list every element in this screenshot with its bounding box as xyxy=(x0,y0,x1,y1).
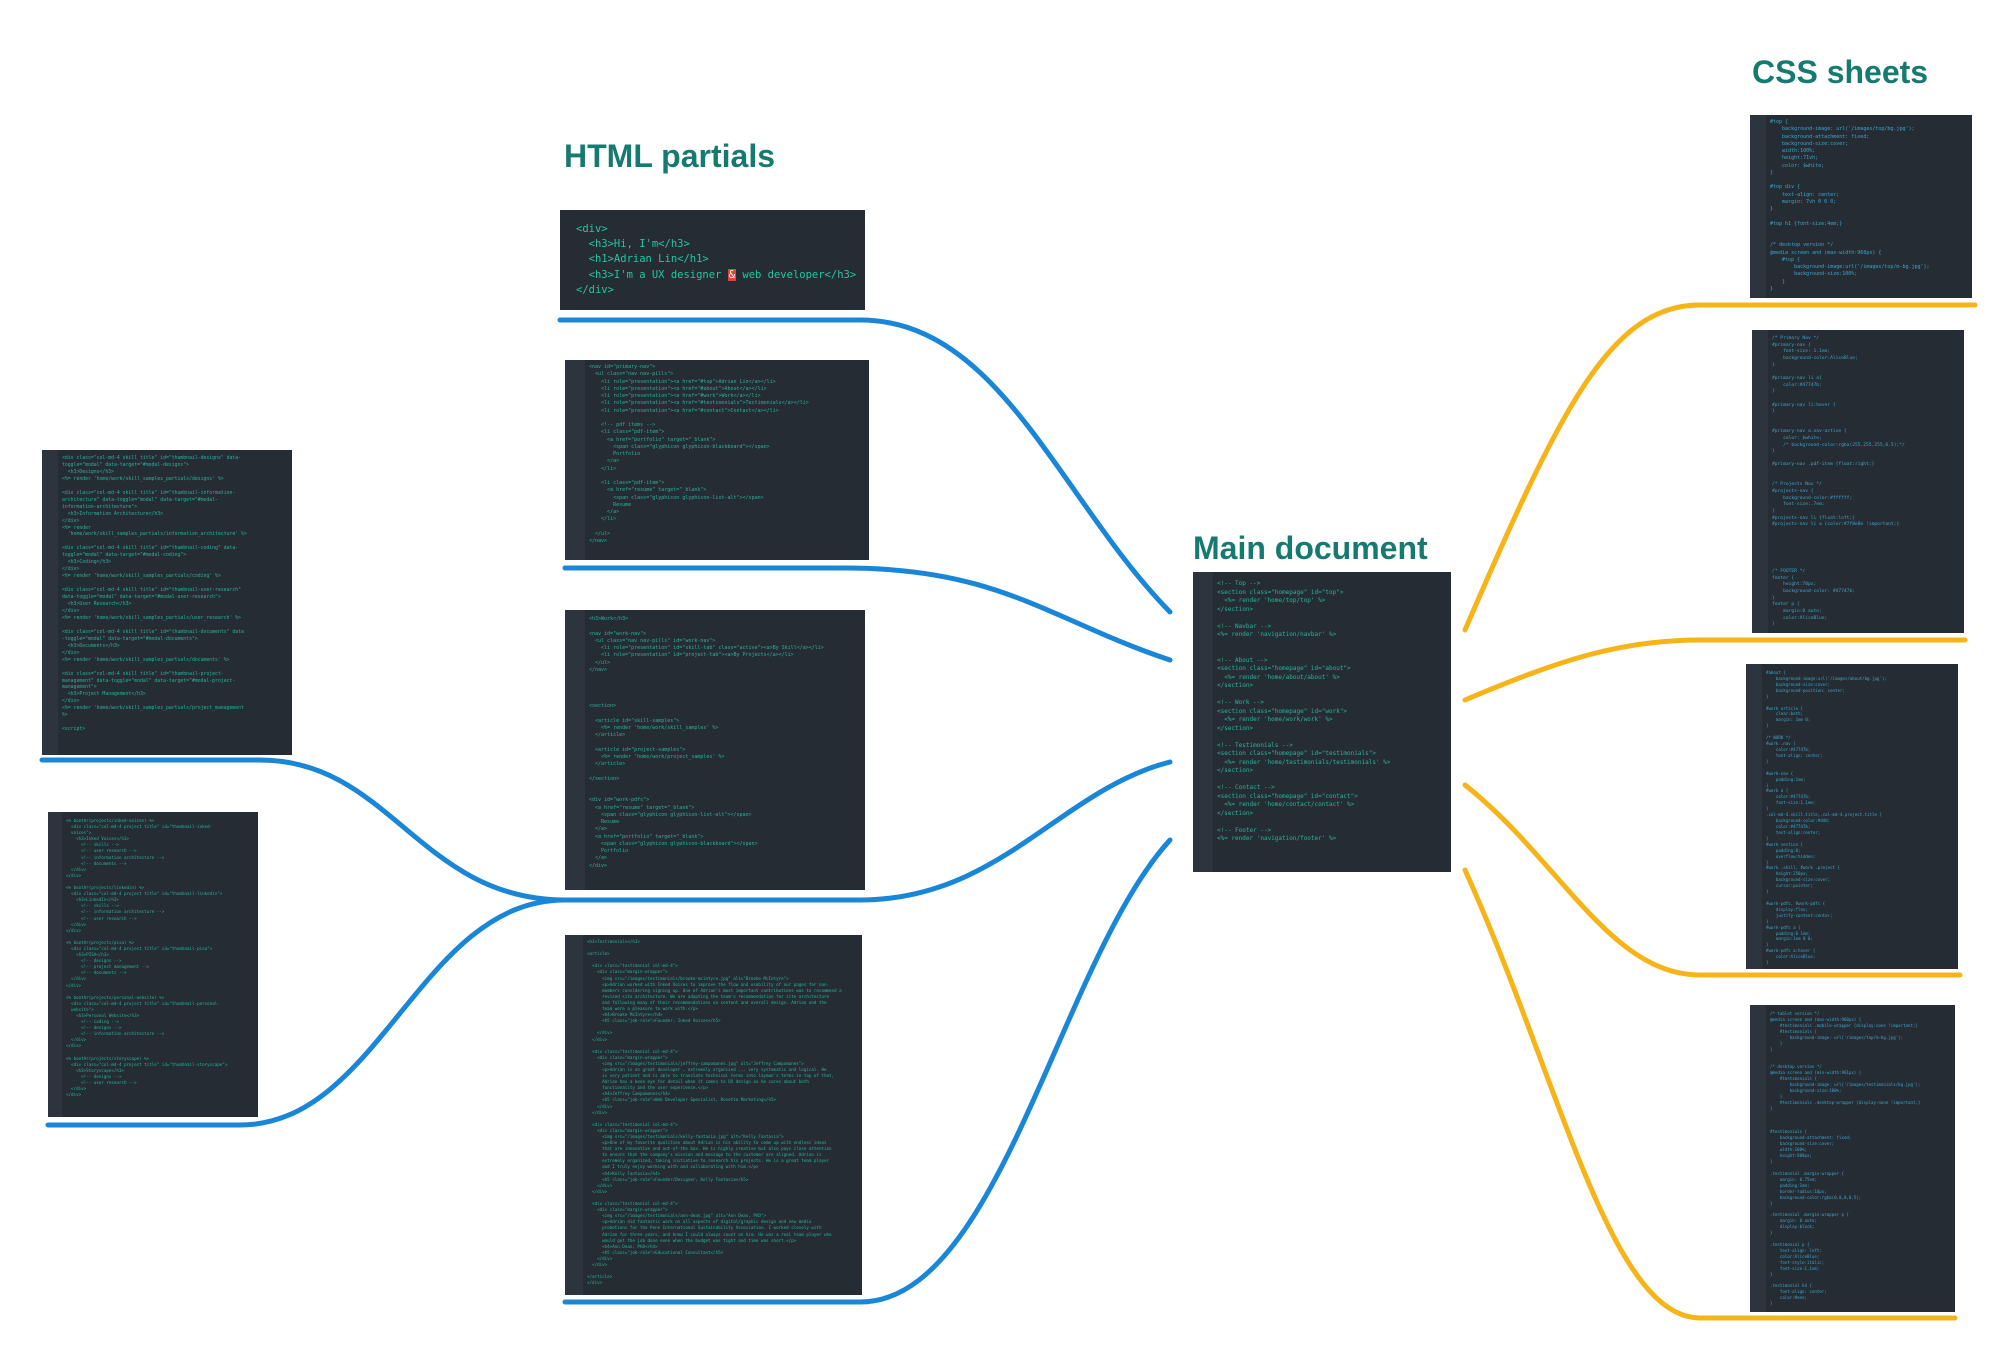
html-partials-heading: HTML partials xyxy=(564,138,775,174)
code-panel-main-document: <!-- Top --> <section class="homepage" i… xyxy=(1193,572,1451,872)
code-panel-skill-samples: <div class="col-md-4 skill title" id="th… xyxy=(42,450,292,755)
connector-main-to-css-nav xyxy=(1462,637,1968,703)
main-document-heading: Main document xyxy=(1193,530,1428,566)
nav-partial-code: <nav id="primary-nav"> <ul class="nav na… xyxy=(589,364,809,544)
css-about-code: #about { background-image:url('/images/a… xyxy=(1766,670,1887,966)
connector-work-to-main xyxy=(562,759,1173,903)
testimonials-partial-code: <h3>Testimonials</h3> <article> <div cla… xyxy=(587,939,842,1286)
code-panel-css-about: #about { background-image:url('/images/a… xyxy=(1746,664,1958,969)
code-panel-css-nav: /* Primary Nav */ #primary-nav { font-si… xyxy=(1752,330,1964,633)
connector-testimonials-to-main xyxy=(562,837,1173,1305)
connector-main-to-css-about xyxy=(1462,782,1963,978)
connector-main-to-css-testimonials xyxy=(1462,867,1958,1321)
code-panel-hero-partial: <div> <h3>Hi, I'm</h3> <h1>Adrian Lin</h… xyxy=(560,210,865,310)
code-panel-css-testimonials: /* tablet version */ @media screen and (… xyxy=(1750,1005,1955,1312)
connector-hero-to-main xyxy=(557,317,1173,615)
code-panel-work-partial: <h3>Work</h3> <nav id="work-nav"> <ul cl… xyxy=(565,610,865,890)
connector-main-to-css-top xyxy=(1462,302,1978,633)
css-testimonials-code: /* tablet version */ @media screen and (… xyxy=(1770,1011,1921,1307)
project-samples-code: <% bootAr(projects/inked-voices) %> <div… xyxy=(66,818,228,1098)
css-top-code: #top { background-image: url('/images/to… xyxy=(1770,119,1930,292)
main-document-code: <!-- Top --> <section class="homepage" i… xyxy=(1217,580,1391,843)
connector-projects-to-work xyxy=(45,897,568,1128)
work-partial-code: <h3>Work</h3> <nav id="work-nav"> <ul cl… xyxy=(589,616,824,869)
skill-samples-code: <div class="col-md-4 skill title" id="th… xyxy=(62,456,247,733)
connector-skill-samples-to-work xyxy=(39,757,568,903)
code-panel-css-top: #top { background-image: url('/images/to… xyxy=(1750,115,1972,298)
connector-nav-to-main xyxy=(562,565,1173,663)
code-panel-nav-partial: <nav id="primary-nav"> <ul class="nav na… xyxy=(565,360,869,560)
html-connectors xyxy=(39,317,1173,1305)
code-panel-testimonials-partial: <h3>Testimonials</h3> <article> <div cla… xyxy=(565,935,862,1295)
hero-code: <div> <h3>Hi, I'm</h3> <h1>Adrian Lin</h… xyxy=(576,223,857,296)
css-sheets-heading: CSS sheets xyxy=(1752,54,1929,90)
code-panel-project-samples: <% bootAr(projects/inked-voices) %> <div… xyxy=(48,812,258,1117)
css-connectors xyxy=(1462,302,1978,1321)
css-nav-code: /* Primary Nav */ #primary-nav { font-si… xyxy=(1772,336,1905,628)
